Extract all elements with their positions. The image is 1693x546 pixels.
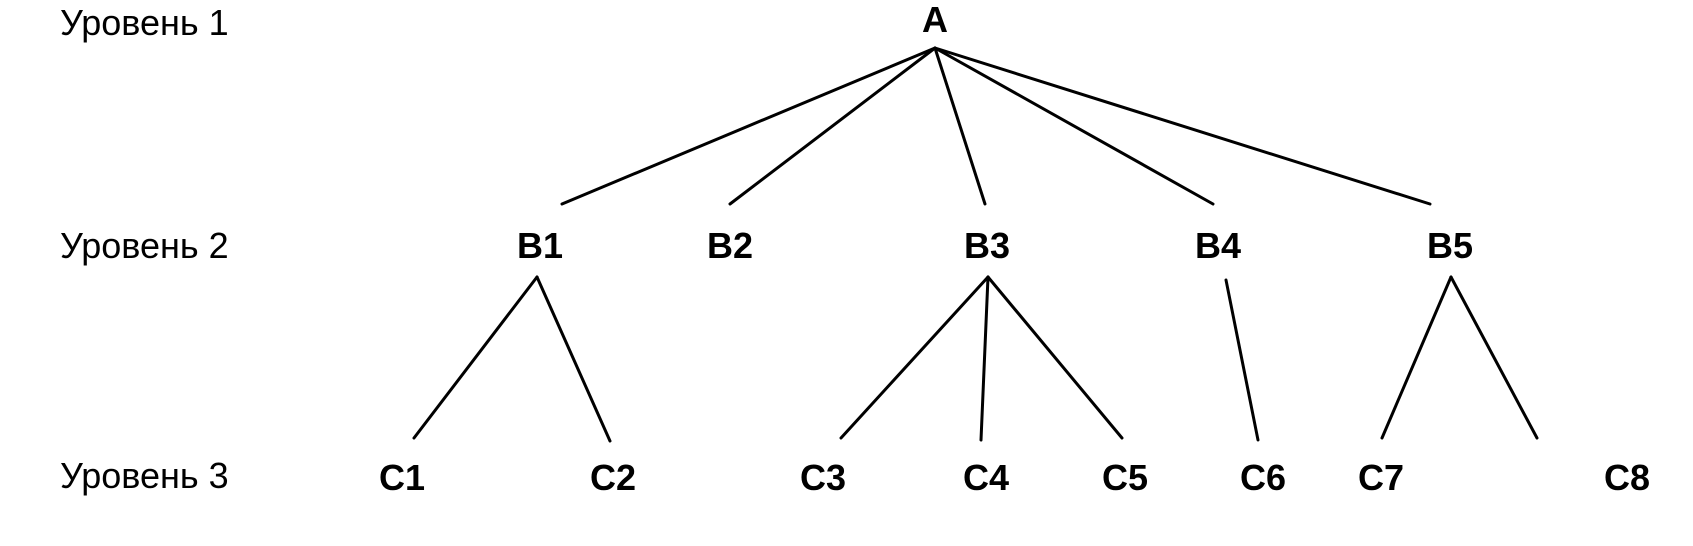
level-2-label: Уровень 2 <box>60 225 229 266</box>
node-c7: C7 <box>1358 457 1404 498</box>
node-b5: B5 <box>1427 225 1473 266</box>
edge-a-b5 <box>933 46 1432 206</box>
level-3-label: Уровень 3 <box>60 455 229 496</box>
edge-a-b4 <box>933 46 1215 206</box>
node-c8: C8 <box>1604 457 1650 498</box>
edge-a-b2 <box>728 46 937 206</box>
edge-b5-c8 <box>1449 275 1539 440</box>
edges <box>412 46 1539 443</box>
level-1-label: Уровень 1 <box>60 2 229 43</box>
edge-b5-c7 <box>1380 275 1453 440</box>
edge-a-b1 <box>560 46 937 206</box>
edge-b3-c3 <box>839 275 990 440</box>
edge-b4-c6 <box>1224 278 1260 442</box>
node-a: A <box>922 0 948 40</box>
node-c2: C2 <box>590 457 636 498</box>
node-b2: B2 <box>707 225 753 266</box>
edge-a-b3 <box>933 46 987 206</box>
node-c1: C1 <box>379 457 425 498</box>
edge-b3-c5 <box>986 275 1124 440</box>
node-c4: C4 <box>963 457 1009 498</box>
node-b3: B3 <box>964 225 1010 266</box>
edge-b3-c4 <box>979 275 990 442</box>
node-b4: B4 <box>1195 225 1241 266</box>
edge-b1-c2 <box>535 275 612 443</box>
node-c5: C5 <box>1102 457 1148 498</box>
node-b1: B1 <box>517 225 563 266</box>
edge-b1-c1 <box>412 275 539 440</box>
nodes: A B1 B2 B3 B4 B5 C1 C2 C3 C4 C5 C6 C7 C8 <box>379 0 1650 498</box>
node-c6: C6 <box>1240 457 1286 498</box>
node-c3: C3 <box>800 457 846 498</box>
